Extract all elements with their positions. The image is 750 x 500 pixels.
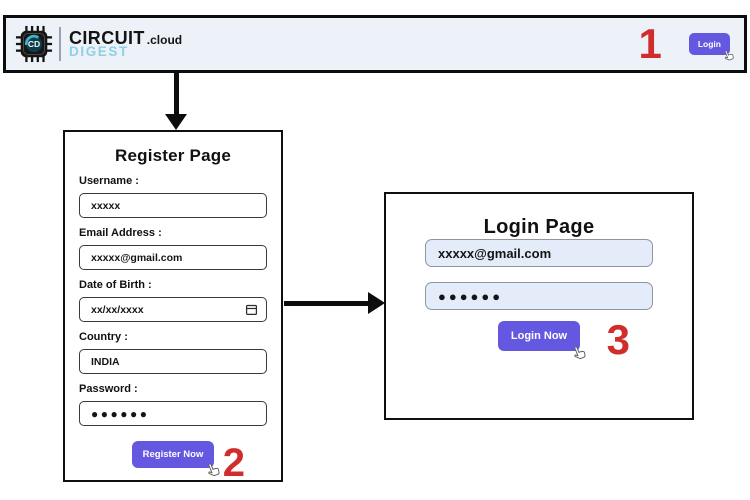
password-input[interactable]: [79, 401, 267, 426]
chip-icon: CD: [15, 25, 53, 63]
register-page-title: Register Page: [115, 146, 231, 165]
username-input[interactable]: [79, 193, 267, 218]
email-label: Email Address :: [79, 227, 162, 239]
login-password-value[interactable]: [438, 288, 640, 304]
dob-input[interactable]: [79, 297, 267, 322]
hand-cursor-icon: [208, 463, 220, 476]
arrow-right-shaft: [284, 301, 369, 306]
login-page-card: Login Page Login Now 3: [384, 192, 694, 420]
login-now-button[interactable]: Login Now: [497, 321, 581, 351]
country-input[interactable]: [79, 349, 267, 374]
arrow-down-head: [165, 114, 187, 130]
login-page-title: Login Page: [483, 216, 595, 238]
username-label: Username :: [79, 175, 139, 187]
arrow-right-head: [368, 292, 385, 314]
register-page-card: Register Page Username : Email Address :…: [63, 130, 283, 485]
login-email-input[interactable]: [425, 239, 653, 267]
login-email-value[interactable]: [438, 245, 640, 261]
email-input[interactable]: [79, 245, 267, 270]
brand-cloud-text: .cloud: [146, 33, 183, 48]
country-label: Country :: [79, 331, 128, 343]
login-password-input[interactable]: [425, 282, 653, 310]
username-input-value[interactable]: [91, 199, 258, 212]
hand-cursor-icon: [724, 50, 734, 61]
step-2-badge: 2: [222, 441, 245, 485]
logo-divider: [59, 27, 61, 61]
password-input-value[interactable]: [91, 406, 258, 421]
brand-digest-text: DIGEST: [69, 44, 129, 60]
dob-input-value[interactable]: [91, 303, 245, 316]
header-login-button[interactable]: Login: [688, 33, 730, 55]
register-now-button[interactable]: Register Now: [131, 441, 215, 468]
password-label: Password :: [79, 383, 138, 395]
arrow-down-shaft: [174, 73, 179, 115]
step-3-badge: 3: [606, 316, 630, 363]
hand-cursor-icon: [574, 346, 586, 359]
circuitdigest-logo: CD CIRCUIT .cloud DIGEST: [15, 25, 182, 63]
step-1-badge: 1: [638, 20, 662, 67]
chip-monogram: CD: [28, 39, 40, 49]
country-input-value[interactable]: [91, 355, 258, 368]
dob-label: Date of Birth :: [79, 279, 152, 291]
site-header: CD CIRCUIT .cloud DIGEST 1 Login: [3, 15, 747, 73]
email-input-value[interactable]: [91, 251, 258, 264]
brand-circuit-text: CIRCUIT: [69, 28, 145, 49]
calendar-icon[interactable]: [245, 303, 258, 316]
